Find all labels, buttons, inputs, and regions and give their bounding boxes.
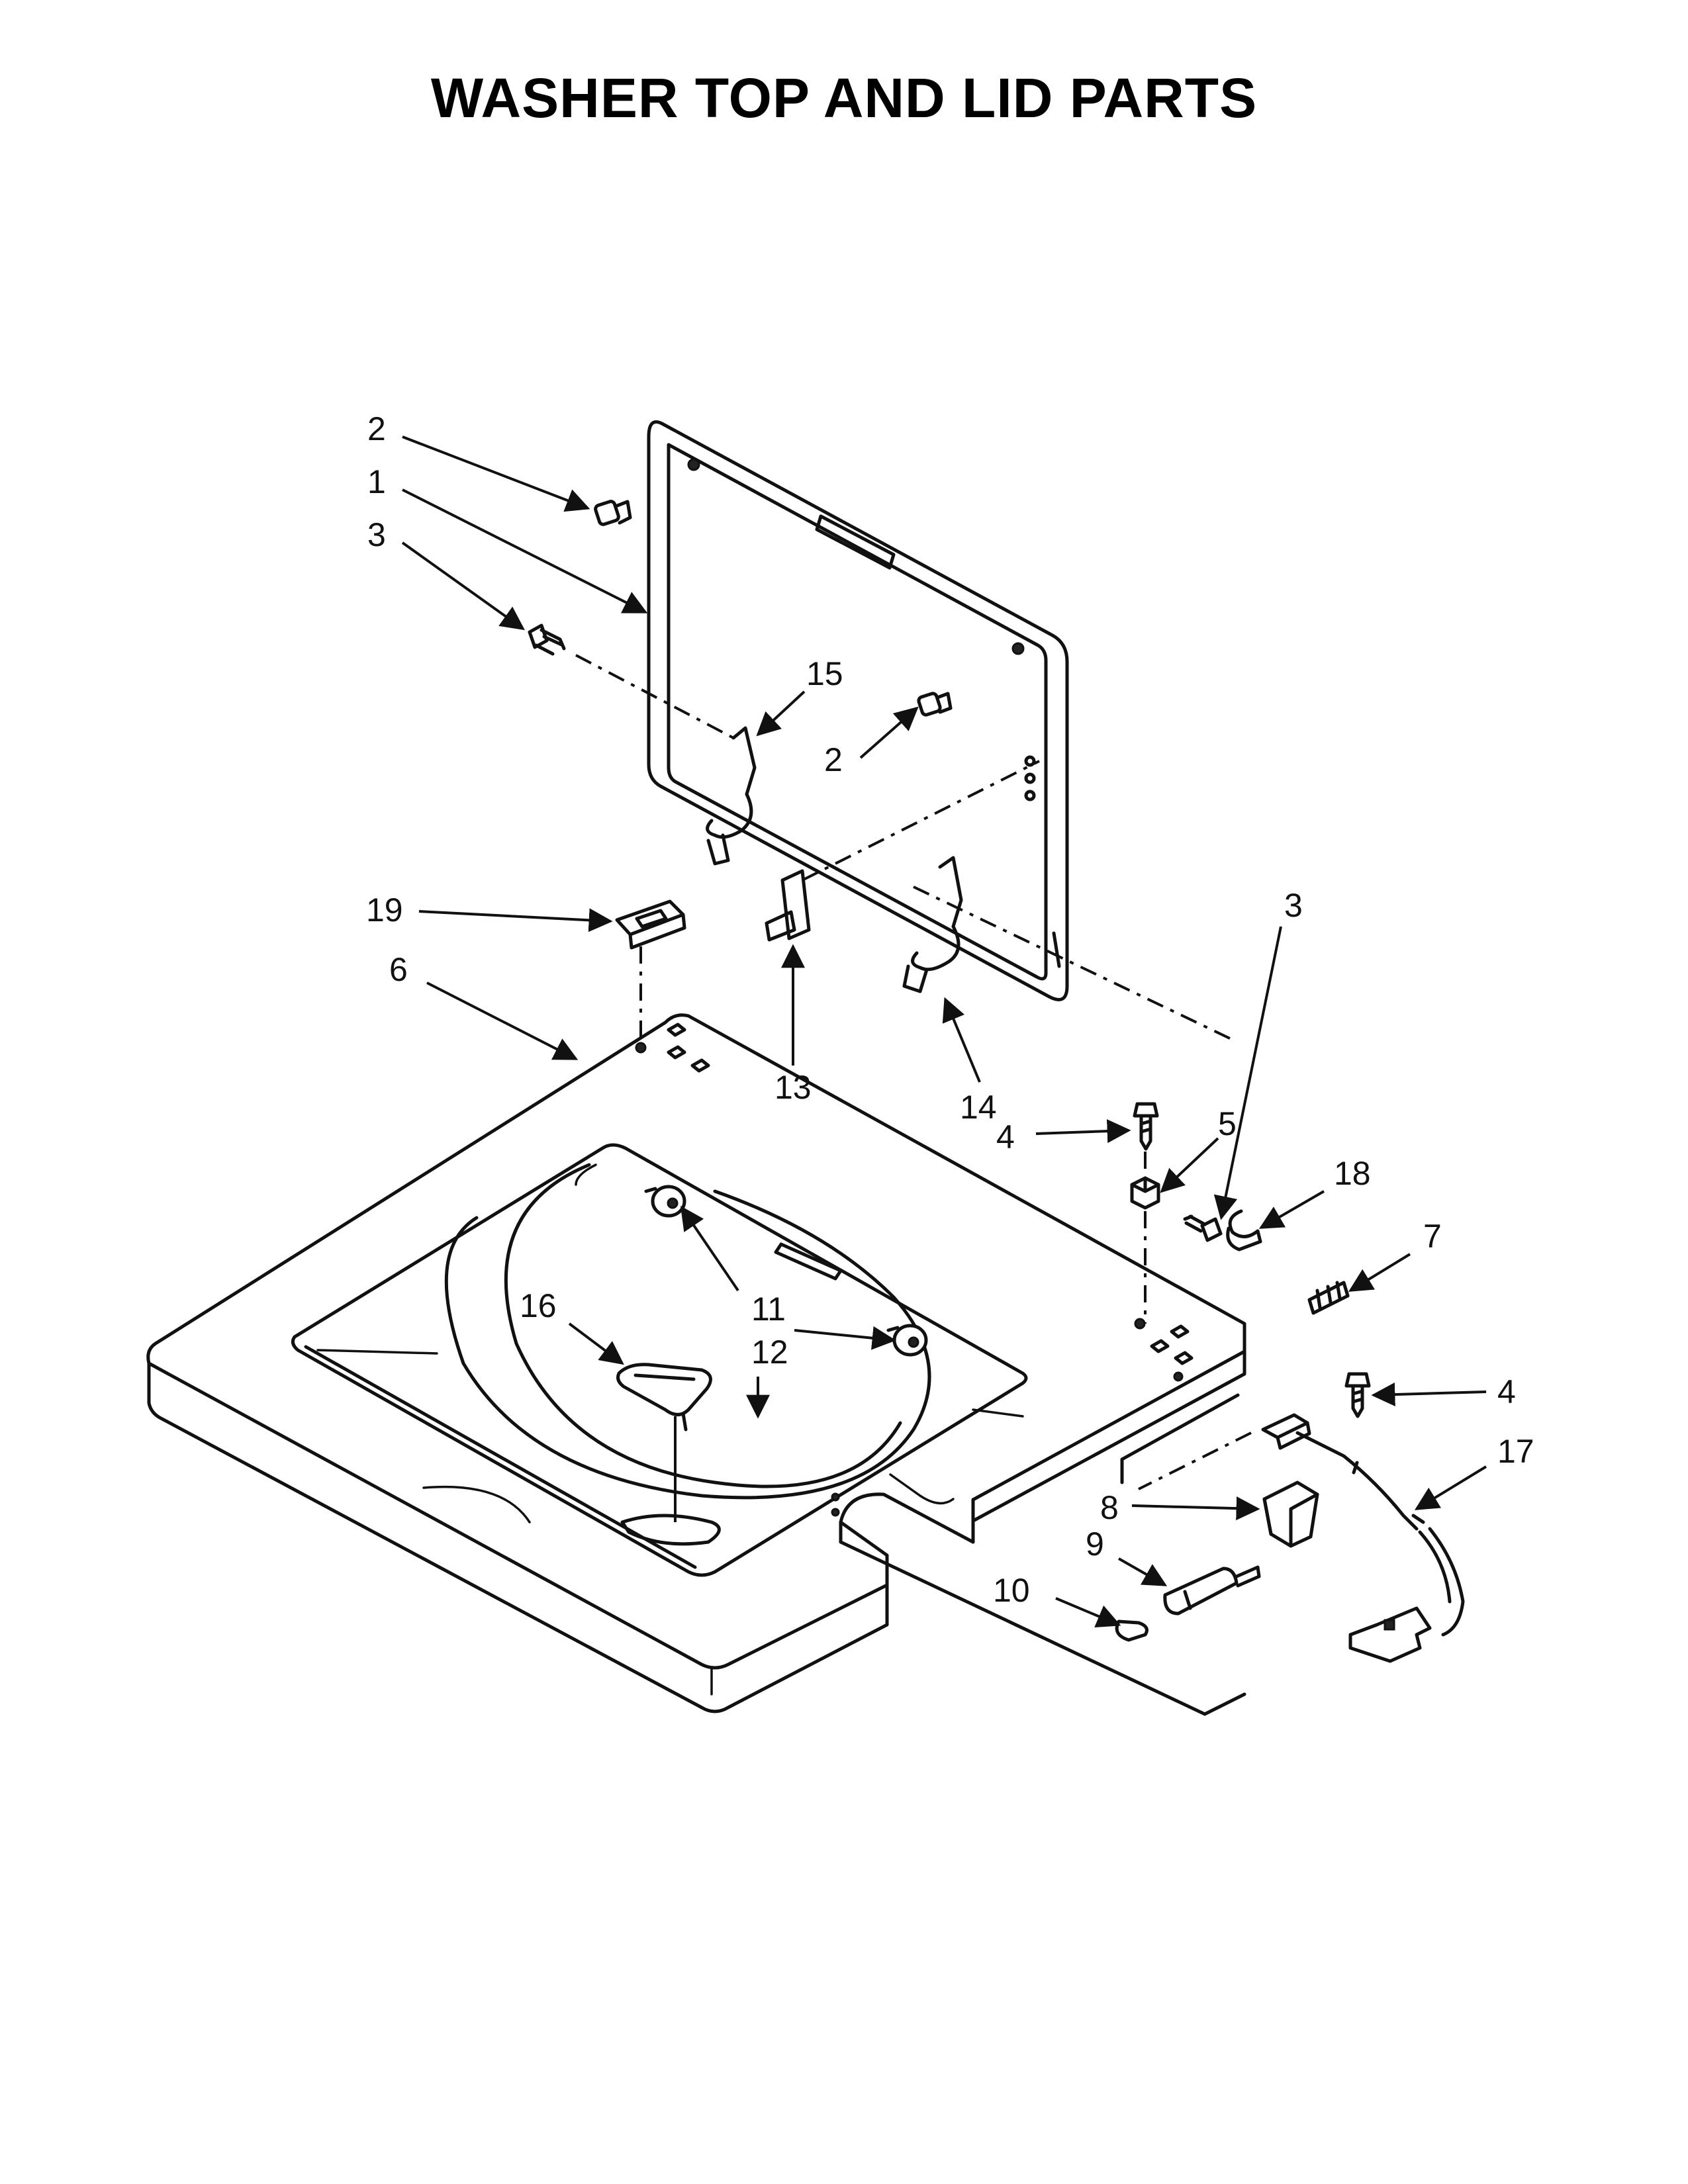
callout-8: 8: [1100, 1489, 1119, 1526]
lid-switch-17: [1261, 1413, 1465, 1663]
screw-4a: [1133, 1102, 1159, 1151]
callout-18: 18: [1334, 1155, 1371, 1192]
callout-3: 3: [1284, 887, 1303, 924]
callout-17: 17: [1497, 1433, 1534, 1470]
screw-3b: [1183, 1214, 1223, 1242]
callout-2: 2: [367, 410, 386, 447]
callout-7: 7: [1423, 1218, 1442, 1255]
callout-15: 15: [806, 655, 843, 692]
callout-4: 4: [996, 1118, 1015, 1156]
clip-18: [1226, 1209, 1262, 1251]
lid-bumper-2b: [917, 692, 953, 717]
callout-5: 5: [1218, 1105, 1237, 1142]
screw-3a: [528, 623, 566, 656]
callout-12: 12: [751, 1334, 788, 1371]
callout-13: 13: [774, 1069, 812, 1106]
screw-4b: [1344, 1372, 1371, 1418]
nut-5: [1130, 1176, 1160, 1210]
callout-4: 4: [1497, 1373, 1516, 1410]
callout-6: 6: [389, 951, 408, 988]
softener-cap-16: [616, 1363, 712, 1432]
callout-19: 19: [366, 891, 403, 929]
switch-housing-8: [1262, 1480, 1319, 1548]
assembly-lines: [575, 654, 1252, 1490]
callout-11: 11: [751, 1291, 786, 1328]
callout-2: 2: [824, 741, 843, 778]
page-title: WASHER TOP AND LID PARTS: [430, 67, 1258, 129]
leaders: [401, 435, 1487, 1628]
callout-9: 9: [1086, 1525, 1104, 1563]
bumper-11a: [644, 1185, 686, 1218]
clip-7: [1307, 1281, 1350, 1315]
callout-labels: 2 1 3 15 2 19 6 13 14 3 4 5 18 7 16 11 1…: [366, 410, 1534, 1609]
washer-top-6: [146, 1013, 1246, 1716]
bumper-11b: [886, 1324, 928, 1357]
lid-bumper-2a: [594, 500, 632, 526]
callout-16: 16: [520, 1287, 557, 1324]
hinge-15: [706, 726, 757, 866]
actuator-9: [1163, 1565, 1261, 1615]
callout-10: 10: [993, 1572, 1030, 1609]
hinge-bracket-13: [765, 869, 811, 942]
callout-3: 3: [367, 516, 386, 553]
hinge-14: [902, 856, 963, 993]
latch-bracket-19: [615, 899, 686, 950]
callout-1: 1: [367, 463, 386, 500]
clip-10: [1115, 1619, 1149, 1642]
callout-14: 14: [960, 1089, 997, 1126]
lid-frame: [647, 420, 1069, 1001]
